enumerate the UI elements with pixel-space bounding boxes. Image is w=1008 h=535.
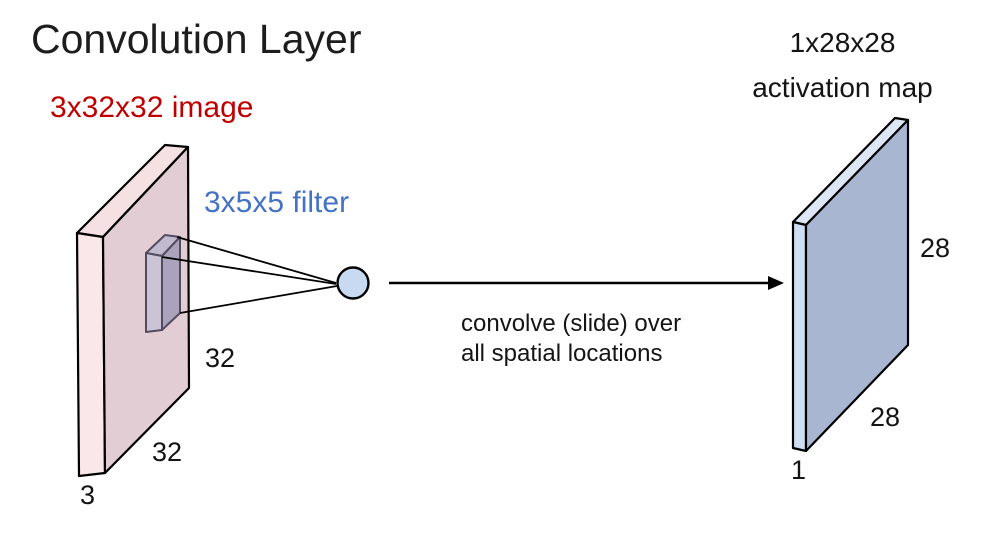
convolve-caption-line2: all spatial locations	[461, 340, 663, 367]
filter-front-face	[145, 252, 163, 333]
projection-line-bottom	[179, 285, 338, 314]
slide-title: Convolution Layer	[31, 16, 362, 62]
filter-label: 3x5x5 filter	[204, 186, 350, 219]
projection-lines	[161, 236, 338, 314]
activation-depth-dim: 1	[791, 455, 807, 485]
neuron-circle	[336, 266, 370, 300]
projection-line-middle	[161, 256, 337, 285]
image-height-dim: 32	[205, 343, 236, 373]
image-width-dim: 32	[152, 437, 183, 467]
activation-width-dim: 28	[870, 402, 901, 432]
convolve-caption-line1: convolve (slide) over	[461, 310, 682, 337]
image-volume-side-face	[75, 231, 107, 478]
convolve-arrow	[389, 276, 784, 290]
activation-map-title-line2: activation map	[752, 72, 933, 103]
activation-map-volume	[791, 116, 910, 453]
activation-map-front-face	[804, 118, 910, 453]
activation-map-title-line1: 1x28x28	[789, 27, 896, 58]
projection-line-top	[176, 236, 337, 284]
arrow-head	[768, 276, 784, 290]
image-volume-label: 3x32x32 image	[50, 91, 254, 124]
filter-box	[145, 234, 181, 333]
image-depth-dim: 3	[80, 480, 96, 510]
activation-height-dim: 28	[920, 233, 951, 263]
activation-map-side-face	[791, 220, 808, 453]
